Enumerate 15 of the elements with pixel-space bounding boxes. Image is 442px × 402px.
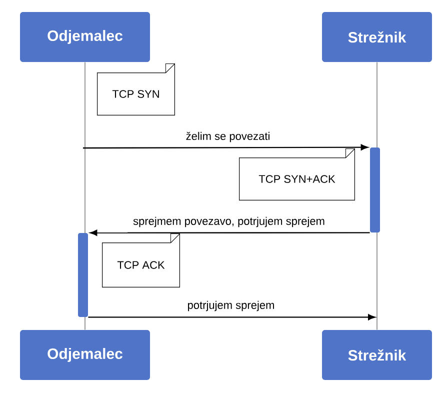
message-arrow [88,314,376,320]
participant-box: Strežnik [322,12,432,62]
participant-box: Odjemalec [20,330,150,380]
message-arrow [90,230,370,236]
edge-label: sprejmem povezavo, potrjujem sprejem [133,216,324,228]
edge-label: potrjujem sprejem [188,300,274,312]
note: TCP ACK [102,233,180,288]
participant-box: Strežnik [322,330,432,380]
note: TCP SYN [97,63,175,116]
note: TCP SYN+ACK [239,148,355,200]
edge-label: želim se povezati [186,132,270,142]
activation-bar [78,233,88,317]
activation-bar [370,148,380,232]
message-arrow [83,144,368,150]
participant-box: Odjemalec [20,12,150,62]
